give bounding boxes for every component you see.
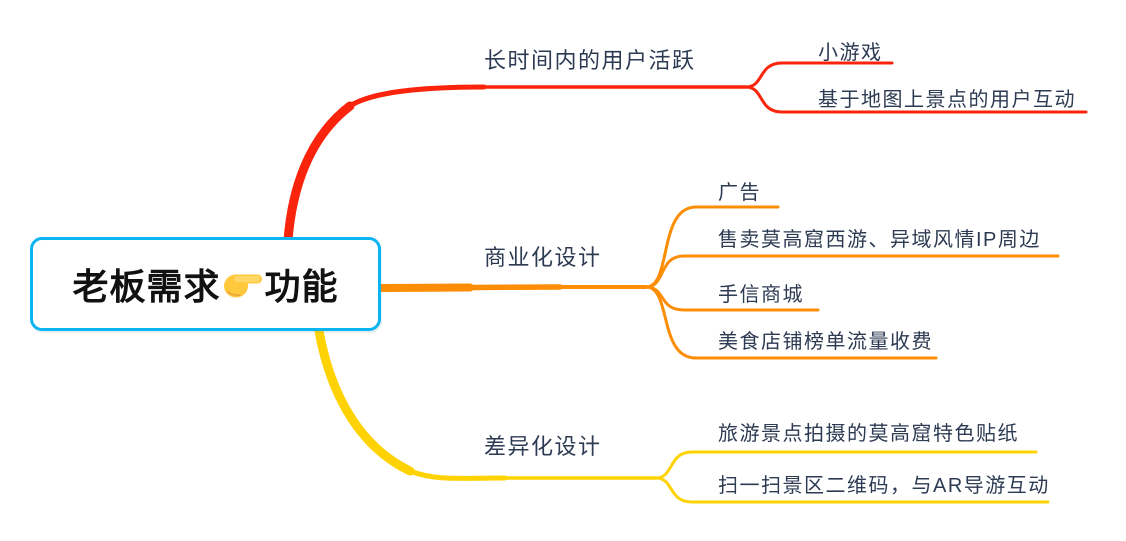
branch-line-ar-guide bbox=[654, 476, 1050, 504]
topic-ip-merch[interactable]: 售卖莫高窟西游、异域风情IP周边 bbox=[718, 229, 1041, 251]
branch-line-commercial bbox=[376, 205, 1060, 360]
branch-line-user-activity bbox=[283, 61, 1088, 245]
central-label-pre: 老板需求 bbox=[72, 266, 221, 307]
topic-commercial[interactable]: 商业化设计 bbox=[484, 245, 602, 270]
topic-ar-guide[interactable]: 扫一扫景区二维码，与AR导游互动 bbox=[718, 475, 1050, 497]
branch-line-food-ranking bbox=[644, 285, 938, 360]
topic-food-ranking[interactable]: 美食店铺榜单流量收费 bbox=[718, 331, 933, 353]
central-topic-label: 老板需求 功能 bbox=[72, 258, 338, 310]
pointing-finger-icon bbox=[222, 267, 264, 309]
topic-differentiation[interactable]: 差异化设计 bbox=[484, 434, 602, 459]
branch-line-map-interaction bbox=[744, 85, 1088, 114]
topic-stickers[interactable]: 旅游景点拍摄的莫高窟特色贴纸 bbox=[718, 423, 1019, 445]
central-label-post: 功能 bbox=[264, 266, 339, 307]
branch-line-differentiation bbox=[314, 326, 1050, 504]
branch-line-minigame bbox=[744, 61, 894, 89]
topic-user-activity[interactable]: 长时间内的用户活跃 bbox=[484, 48, 696, 73]
central-topic[interactable]: 老板需求 功能 bbox=[30, 237, 381, 331]
topic-minigame[interactable]: 小游戏 bbox=[818, 42, 883, 64]
topic-map-interaction[interactable]: 基于地图上景点的用户互动 bbox=[818, 89, 1076, 111]
topic-souvenir-mall[interactable]: 手信商城 bbox=[718, 284, 804, 306]
branch-line-ip-merch bbox=[644, 254, 1060, 289]
branch-line-stickers bbox=[654, 450, 1038, 480]
topic-ads[interactable]: 广告 bbox=[718, 182, 761, 204]
